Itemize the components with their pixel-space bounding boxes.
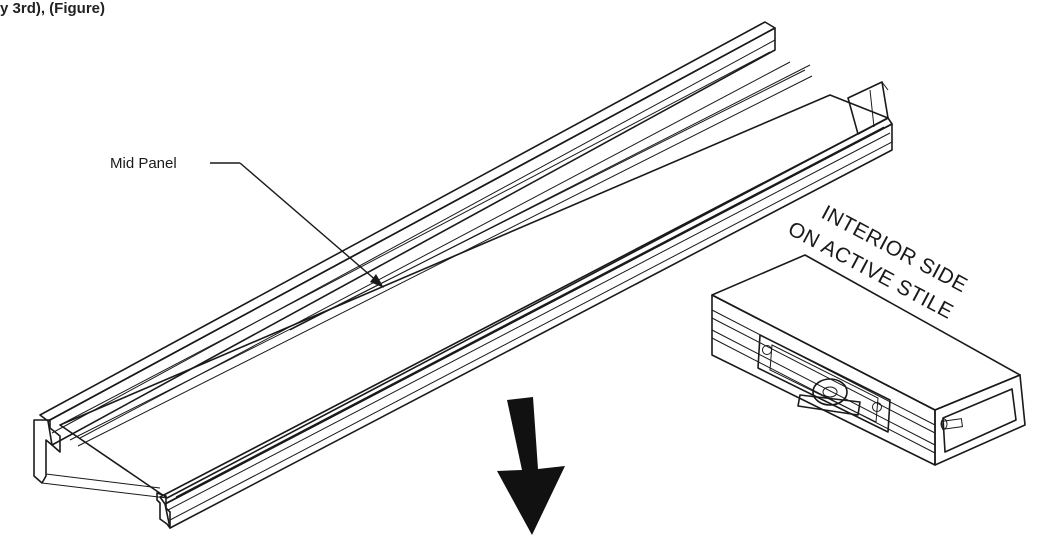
roller-wheel bbox=[812, 378, 848, 406]
stile-pin bbox=[940, 418, 964, 430]
interior-side-label: INTERIOR SIDE ON ACTIVE STILE bbox=[784, 201, 971, 324]
near-wall-end bbox=[156, 492, 171, 529]
panel-end-profile bbox=[33, 419, 61, 484]
active-stile-detail bbox=[711, 254, 1026, 466]
roller-hub bbox=[822, 386, 838, 398]
plate-screw-right bbox=[872, 402, 882, 412]
mid-panel-leader-arrowhead bbox=[370, 274, 384, 288]
hardware-plate-inner bbox=[769, 344, 879, 423]
plate-screw-left bbox=[762, 345, 772, 355]
mid-panel-leader-diag bbox=[239, 162, 379, 283]
stile-end-opening bbox=[942, 388, 1017, 453]
stile-end bbox=[934, 374, 1026, 466]
mid-panel-callout: Mid Panel bbox=[110, 155, 384, 288]
arrow-down-icon bbox=[497, 397, 565, 535]
mid-panel-label: Mid Panel bbox=[110, 155, 177, 172]
far-end-rail bbox=[847, 81, 889, 135]
back-rail-top bbox=[39, 21, 776, 422]
mid-panel-channel bbox=[33, 21, 893, 529]
back-rail-face bbox=[47, 27, 776, 446]
heading-fragment: y 3rd), (Figure) bbox=[0, 0, 106, 17]
near-wall-face bbox=[164, 123, 893, 529]
latch-tongue bbox=[797, 394, 861, 416]
panel-floor bbox=[59, 94, 889, 499]
hardware-plate bbox=[757, 334, 891, 433]
